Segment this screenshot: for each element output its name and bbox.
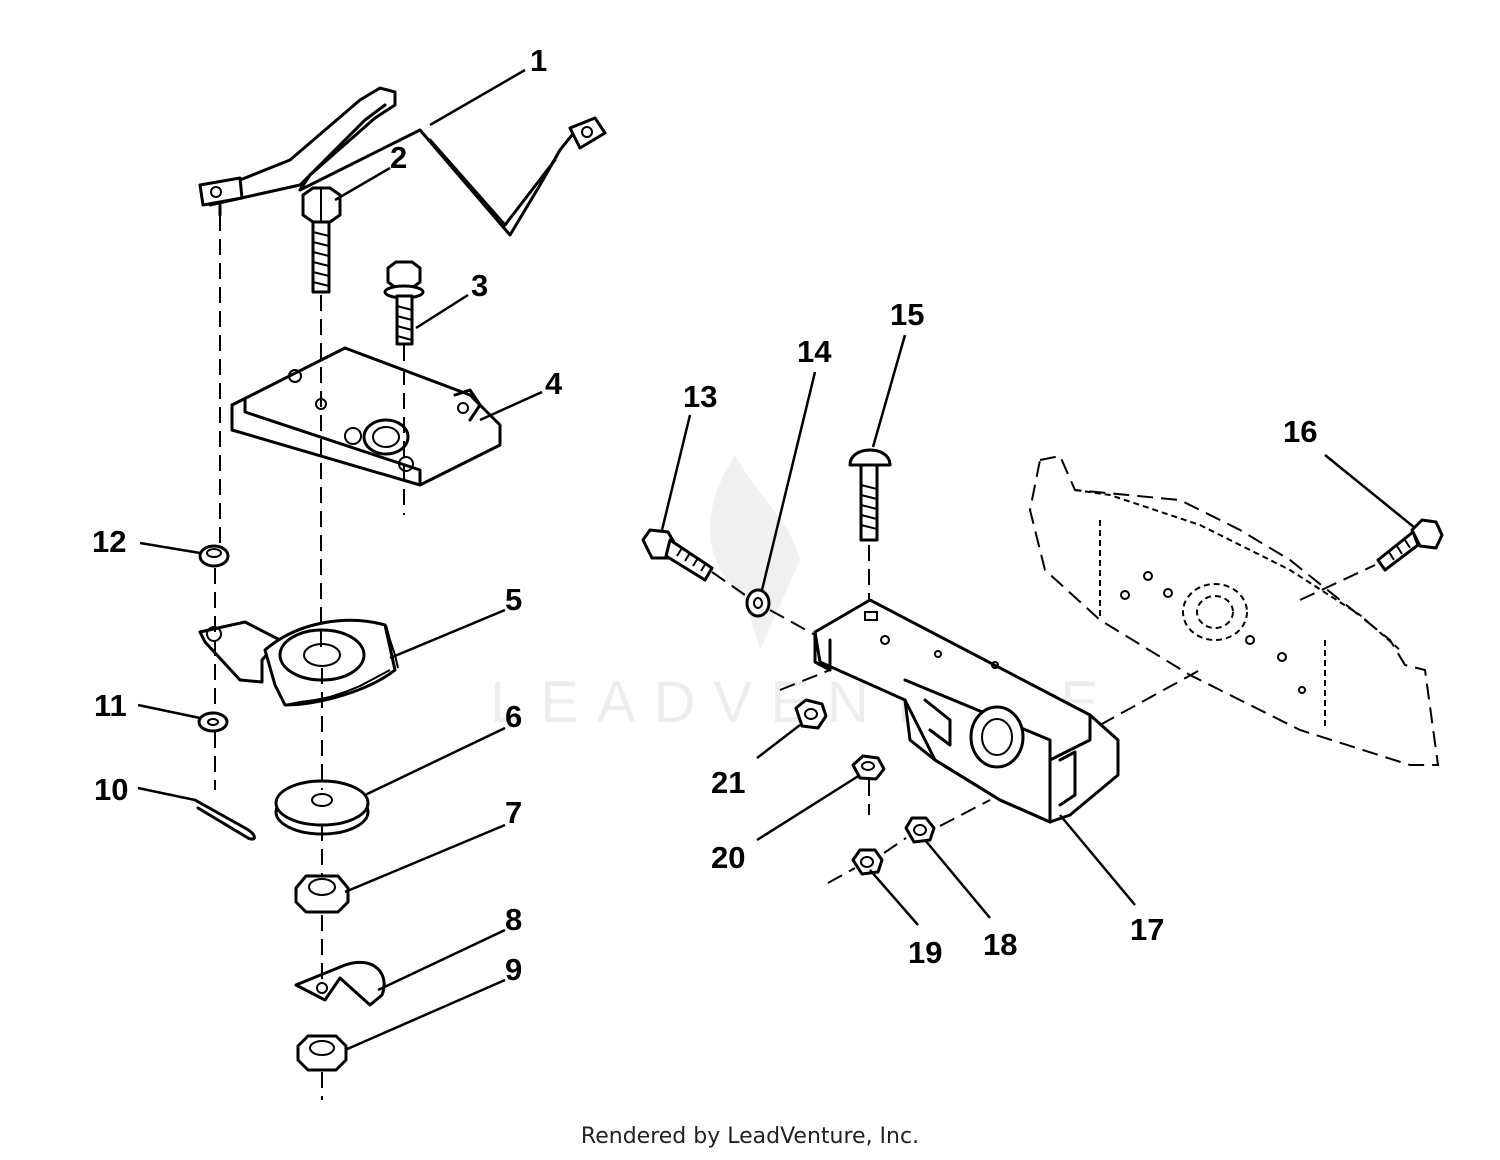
callout-14: 14 (797, 334, 832, 369)
callout-8: 8 (505, 902, 522, 937)
callout-leaders (137, 68, 1416, 1052)
footer-credit: Rendered by LeadVenture, Inc. (580, 1124, 920, 1149)
callout-16: 16 (1283, 414, 1317, 449)
callout-4: 4 (545, 366, 563, 401)
part-15-carriage-bolt (848, 448, 892, 542)
callout-18: 18 (983, 927, 1017, 962)
callout-labels: 1 2 3 4 5 6 7 8 9 10 11 12 13 14 15 16 1… (92, 43, 1317, 987)
part-1-rod (198, 86, 607, 237)
part-17-bracket (813, 598, 1120, 824)
callout-19: 19 (908, 935, 942, 970)
frame-phantom (1028, 454, 1440, 766)
part-18-nut (904, 816, 936, 844)
callout-6: 6 (505, 699, 522, 734)
part-20-nut (851, 754, 886, 781)
part-12-nut (198, 544, 230, 568)
part-5-sector-gear (198, 618, 399, 707)
part-13-bolt (641, 528, 714, 582)
callout-7: 7 (505, 795, 522, 830)
callout-21: 21 (711, 765, 745, 800)
leadventure-logo-watermark (709, 455, 800, 650)
callout-11: 11 (94, 688, 127, 723)
assembly-axes-left (214, 215, 405, 1100)
part-10-cotter-pin (193, 798, 256, 841)
part-2-bolt (301, 186, 342, 294)
part-21-nut (794, 698, 828, 730)
callout-1: 1 (530, 43, 547, 78)
part-9-nut (296, 1034, 348, 1072)
part-3-bolt (383, 260, 425, 346)
part-14-washer (745, 588, 771, 618)
part-11-washer (197, 711, 229, 733)
callout-17: 17 (1130, 912, 1164, 947)
callout-9: 9 (505, 952, 522, 987)
part-19-nut (851, 848, 884, 876)
part-16-bolt (1376, 518, 1444, 572)
callout-15: 15 (890, 297, 924, 332)
part-7-nut (294, 874, 350, 914)
callout-2: 2 (390, 140, 407, 175)
callout-20: 20 (711, 840, 745, 875)
callout-3: 3 (471, 268, 488, 303)
assembly-axes-right (711, 545, 1376, 884)
callout-12: 12 (92, 524, 126, 559)
part-8-clip (294, 960, 386, 1007)
callout-13: 13 (683, 379, 717, 414)
callout-5: 5 (505, 582, 522, 617)
part-6-washer (274, 779, 370, 836)
part-4-bracket (230, 346, 502, 487)
callout-10: 10 (94, 772, 128, 807)
